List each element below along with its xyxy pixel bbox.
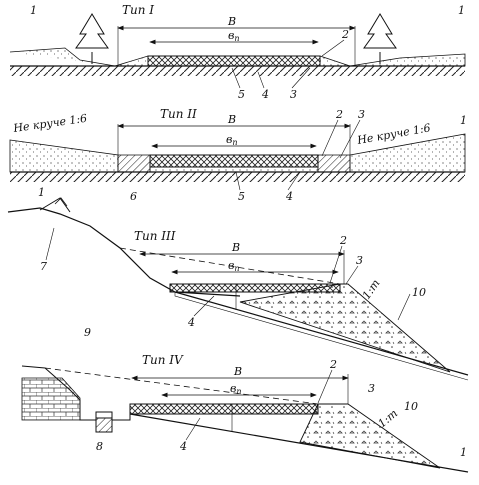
section-type-4: Тип IV B вп 1:m 2 3 10 8 4 1 bbox=[21, 353, 469, 473]
callout: 10 bbox=[404, 400, 418, 413]
tree-right-icon bbox=[363, 13, 397, 64]
callout: 5 bbox=[238, 190, 245, 203]
natural-slope bbox=[7, 207, 241, 297]
retaining-wall bbox=[21, 377, 81, 421]
section-type-3: Тип III B вп 1:m 7 2 3 10 4 9 bbox=[7, 197, 469, 381]
callout: 2 bbox=[341, 28, 349, 41]
type-2-width-label: B bbox=[227, 113, 236, 126]
callout: 3 bbox=[358, 108, 365, 121]
section-type-1: Тип I B вп 1 1 2 5 4 3 bbox=[9, 3, 466, 101]
callout: 1 bbox=[458, 4, 465, 17]
type-1-pavement-label: вп bbox=[228, 29, 240, 43]
callout: 4 bbox=[285, 190, 293, 203]
callout: 1 bbox=[460, 446, 467, 459]
callout: 6 bbox=[130, 190, 137, 203]
callout: 4 bbox=[261, 88, 269, 101]
tree-left-icon bbox=[75, 13, 109, 64]
drain-pipe bbox=[95, 417, 113, 433]
ground-strip bbox=[10, 66, 465, 76]
callout: 7 bbox=[40, 260, 47, 273]
embankment-fill bbox=[299, 403, 441, 469]
callout: 5 bbox=[238, 88, 245, 101]
callout: 2 bbox=[339, 234, 347, 247]
callout: 3 bbox=[290, 88, 297, 101]
callout: 10 bbox=[412, 286, 426, 299]
embankment-fill bbox=[239, 283, 451, 373]
pavement bbox=[129, 403, 319, 415]
embankment-left bbox=[9, 139, 119, 173]
type-3-width-label: B bbox=[231, 241, 240, 254]
pavement bbox=[149, 154, 319, 168]
type-3-pavement-label: вп bbox=[228, 259, 240, 273]
callout: 9 bbox=[84, 326, 91, 339]
callout: 4 bbox=[179, 440, 187, 453]
callout: 1 bbox=[460, 114, 467, 127]
callout: 8 bbox=[96, 440, 103, 453]
type-2-pavement-label: вп bbox=[226, 133, 238, 147]
callout: 2 bbox=[335, 108, 343, 121]
callout: 2 bbox=[329, 358, 337, 371]
type-1-width-label: B bbox=[227, 15, 236, 28]
type-2-title: Тип II bbox=[160, 107, 197, 121]
type-3-title: Тип III bbox=[134, 229, 176, 243]
slope-label-left: Не круче 1:6 bbox=[12, 112, 88, 135]
type-4-title: Тип IV bbox=[142, 353, 184, 367]
callout: 4 bbox=[187, 316, 195, 329]
pavement bbox=[147, 55, 321, 67]
section-type-2: Тип II B вп Не круче 1:6 Не круче 1:6 2 … bbox=[9, 107, 467, 203]
type-1-title: Тип I bbox=[122, 3, 154, 17]
callout: 1 bbox=[30, 4, 37, 17]
callout: 3 bbox=[368, 382, 375, 395]
type-4-width-label: B bbox=[233, 365, 242, 378]
shoulder-left bbox=[114, 55, 149, 67]
shoulder-right bbox=[319, 55, 351, 67]
type-4-pavement-label: вп bbox=[230, 382, 242, 396]
callout: 1 bbox=[38, 186, 45, 199]
callout: 3 bbox=[356, 254, 363, 267]
pavement bbox=[169, 283, 341, 293]
